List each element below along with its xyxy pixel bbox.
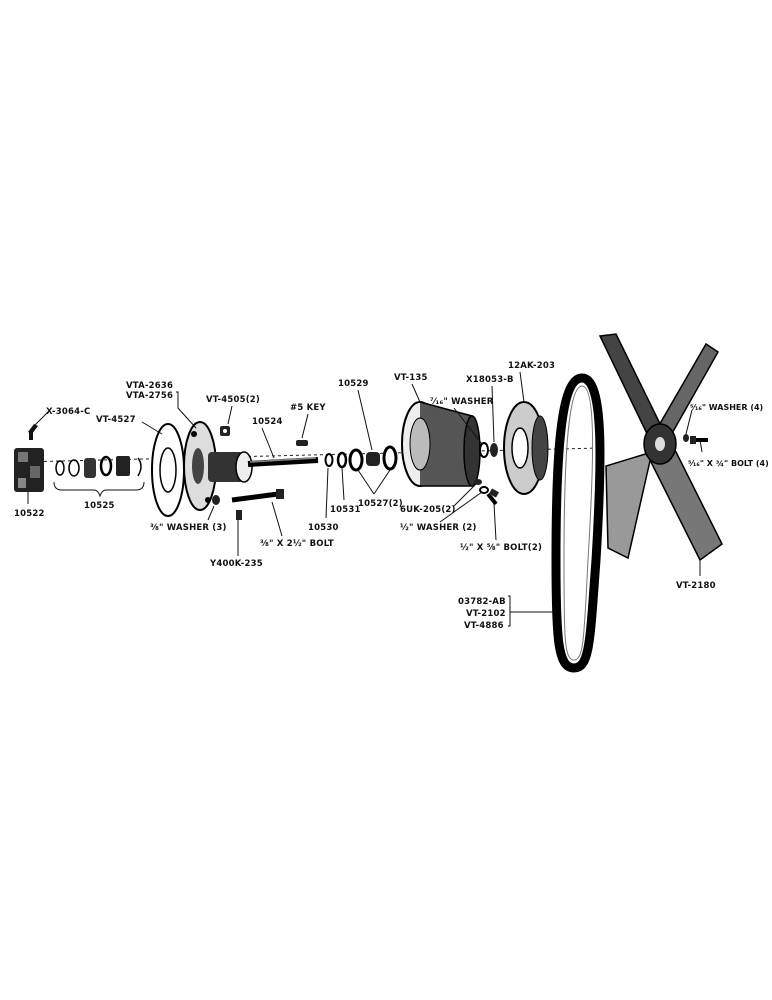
part-10527-bearing-b (382, 445, 398, 471)
part-washer-3 (212, 495, 220, 505)
label-washer4: ⁵⁄₁₆" WASHER (4) (690, 403, 763, 412)
label-10529: 10529 (338, 379, 369, 389)
lead-x18053 (491, 385, 495, 443)
part-vt4505-nuts (220, 426, 230, 436)
part-bolt-half (486, 488, 499, 506)
lead-washer716 (453, 407, 483, 445)
part-10531-ring (336, 451, 348, 469)
lead-washer3 (207, 505, 215, 521)
lead-10530 (325, 467, 329, 519)
part-fan-bolts (690, 436, 708, 444)
label-belt-c: VT-4886 (464, 621, 504, 631)
part-y400k-stud (236, 510, 242, 520)
part-10529-spacer (366, 452, 380, 466)
label-bolt38: ⅜" X 2½" BOLT (260, 538, 334, 549)
label-10530: 10530 (308, 523, 339, 533)
lead-bolt12 (493, 503, 497, 541)
lead-x3064c (33, 411, 49, 427)
lead-10527 (357, 469, 391, 495)
label-bolt12: ½" X ⅝" BOLT(2) (460, 542, 542, 553)
part-x3064c (28, 424, 38, 440)
label-bolt516: ⁵⁄₁₆" X ¾" BOLT (4) (688, 459, 769, 468)
lead-vt4505 (227, 405, 233, 425)
lead-10529 (357, 389, 373, 451)
label-vta2756: VTA-2756 (126, 391, 173, 401)
part-12ak203-pulley (503, 401, 549, 495)
label-vt2180: VT-2180 (676, 581, 716, 591)
label-x3064c: X-3064-C (46, 407, 90, 417)
bracket-10525 (53, 481, 145, 498)
part-vt135-hub (401, 401, 481, 487)
part-washer-half (479, 486, 489, 494)
part-fan-washers (683, 434, 689, 442)
part-vt4527-gasket (151, 423, 185, 517)
label-belt-a: 03782-AB (458, 597, 506, 607)
lead-12ak203 (519, 371, 525, 403)
part-10524-shaft (247, 457, 319, 467)
lead-10531 (341, 467, 345, 501)
part-bolt-2-5 (231, 489, 284, 503)
part-10522-impeller (14, 448, 44, 492)
label-belt-b: VT-2102 (466, 609, 506, 619)
lead-fan-washers (685, 409, 693, 435)
part-10525-seal-set (55, 455, 142, 478)
lead-10524 (261, 427, 275, 459)
lead-vt4527 (141, 421, 163, 435)
part-vt2180-fan (598, 333, 723, 562)
lead-vt135 (411, 383, 421, 403)
label-vt135: VT-135 (394, 373, 428, 383)
part-washer-716 (479, 442, 489, 458)
lead-vta2636 (176, 391, 197, 429)
label-10525: 10525 (84, 501, 115, 511)
label-10531: 10531 (330, 505, 361, 515)
label-vt4527: VT-4527 (96, 415, 136, 425)
lead-key5 (301, 413, 309, 439)
label-vt4505: VT-4505(2) (206, 395, 260, 405)
label-washer12: ½" WASHER (2) (400, 522, 477, 533)
lead-uk205 (453, 483, 477, 507)
label-10527: 10527(2) (358, 499, 403, 509)
part-6uk205-nuts (474, 479, 482, 485)
label-washer716: ⁷⁄₁₆" WASHER (430, 397, 494, 407)
label-y400k: Y400K-235 (209, 559, 263, 569)
part-x18053b (490, 443, 498, 457)
label-x18053: X18053-B (466, 375, 514, 385)
part-key-5 (296, 440, 308, 446)
label-uk205: 6UK-205(2) (400, 505, 456, 515)
lead-bolt38 (271, 501, 283, 537)
part-10530-ring (324, 453, 334, 467)
lead-belt (508, 595, 556, 627)
label-12ak203: 12AK-203 (508, 361, 555, 371)
part-vbelt (551, 373, 605, 673)
label-washer3: ⅜" WASHER (3) (150, 523, 227, 533)
label-10524: 10524 (252, 417, 283, 427)
lead-fan-bolts (699, 439, 703, 453)
lead-washer12 (439, 491, 483, 523)
label-vta2636: VTA-2636 (126, 381, 173, 391)
label-key5: #5 KEY (290, 403, 326, 413)
label-10522: 10522 (14, 509, 45, 519)
part-10527-bearing-a (348, 448, 364, 472)
part-vta2636-pump-body (183, 421, 253, 511)
